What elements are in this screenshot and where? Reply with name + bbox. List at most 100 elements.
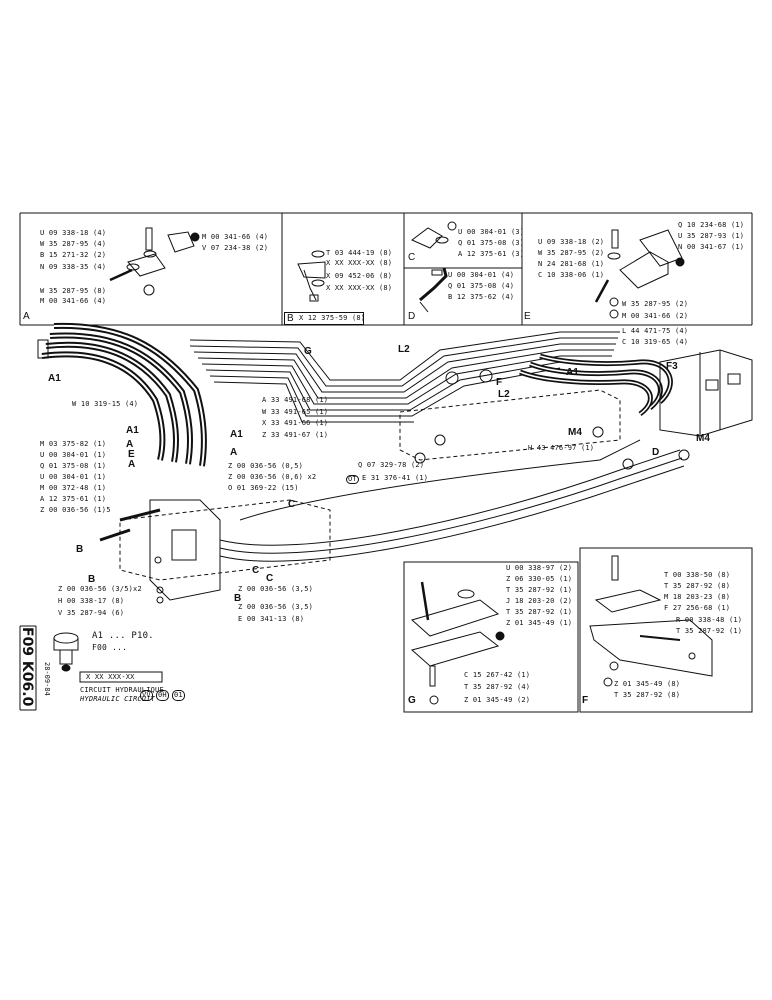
callout-b: B xyxy=(234,593,242,604)
part-e-2: U 35 287-93 (1) xyxy=(678,232,745,240)
mid-2: Z 00 036-56 (0,6) x2 xyxy=(228,473,317,481)
legend-a1: A1 ... P10. xyxy=(92,631,154,641)
part-b-3: X 09 452-06 (8) xyxy=(326,272,393,280)
part-g-2: Z 06 330-05 (1) xyxy=(506,575,573,583)
low2-1: Z 00 036-56 (3,5) xyxy=(238,585,314,593)
panel-b-ref: X 12 375-59 (8) xyxy=(299,314,366,322)
panel-e-letter: E xyxy=(524,311,531,322)
part-f-8: T 35 287-92 (8) xyxy=(614,691,681,699)
part-e-8: W 35 287-95 (2) xyxy=(622,300,689,308)
callout-c: C xyxy=(266,573,274,584)
mid-3: O 01 369-22 (15) xyxy=(228,484,299,492)
part-e-7: C 10 338-06 (1) xyxy=(538,271,605,279)
part-e-1: Q 10 234-68 (1) xyxy=(678,221,745,229)
code-01: 01 xyxy=(172,690,185,701)
callout-m4: M4 xyxy=(696,433,710,444)
part-g-9: Z 01 345-49 (2) xyxy=(464,696,531,704)
part-a-5: W 35 287-95 (8) xyxy=(40,287,107,295)
title-en: HYDRAULIC CIRCUIT xyxy=(80,695,156,703)
part-a-r1: M 00 341-66 (4) xyxy=(202,233,269,241)
part-g-3: T 35 287-92 (1) xyxy=(506,586,573,594)
panel-b-letter: B xyxy=(287,313,294,324)
left-7: Z 00 036-56 (1)5 xyxy=(40,506,111,514)
part-c-2: Q 01 375-08 (3) xyxy=(458,239,525,247)
part-b-4: X XX XXX-XX (8) xyxy=(326,284,393,292)
part-a-1: U 09 338-18 (4) xyxy=(40,229,107,237)
left-4: U 00 304-01 (1) xyxy=(40,473,107,481)
low-2: H 00 338-17 (8) xyxy=(58,597,125,605)
panel-g-letter: G xyxy=(408,695,416,706)
part-g-1: U 00 338-97 (2) xyxy=(506,564,573,572)
callout-e: E xyxy=(128,449,135,460)
callout-d: D xyxy=(652,447,660,458)
h-part: H 43 476-97 (1) xyxy=(528,444,595,452)
callout-b: B xyxy=(88,574,96,585)
left-6: A 12 375-61 (1) xyxy=(40,495,107,503)
part-g-5: T 35 287-92 (1) xyxy=(506,608,573,616)
low2-3: E 00 341-13 (8) xyxy=(238,615,305,623)
title-ref: X XX XXX-XX xyxy=(86,673,135,681)
e-prefix: OT xyxy=(346,475,359,484)
part-f-3: M 18 203-23 (8) xyxy=(664,593,731,601)
main-right-2: C 10 319-65 (4) xyxy=(622,338,689,346)
title-fr: CIRCUIT HYDRAULIQUE xyxy=(80,686,164,694)
part-e-6: N 24 281-68 (1) xyxy=(538,260,605,268)
part-d-1: U 00 304-01 (4) xyxy=(448,271,515,279)
part-f-1: T 00 338-50 (8) xyxy=(664,571,731,579)
low-1: Z 00 036-56 (3/5)x2 xyxy=(58,585,142,593)
callout-a: A xyxy=(230,447,238,458)
part-d-2: Q 01 375-08 (4) xyxy=(448,282,515,290)
part-c-3: A 12 375-61 (3) xyxy=(458,250,525,258)
side-code: F09 K06.0 xyxy=(19,627,35,707)
callout-a1: A1 xyxy=(126,425,139,436)
tube-4: Z 33 491-67 (1) xyxy=(262,431,329,439)
e-part: E 31 376-41 (1) xyxy=(362,474,429,482)
main-right-1: L 44 471-75 (4) xyxy=(622,327,689,335)
part-c-1: U 00 304-01 (3) xyxy=(458,228,525,236)
left-1: M 03 375-82 (1) xyxy=(40,440,107,448)
left-2: U 00 304-01 (1) xyxy=(40,451,107,459)
part-e-5: W 35 287-95 (2) xyxy=(538,249,605,257)
part-e-4: U 09 338-18 (2) xyxy=(538,238,605,246)
part-g-8: T 35 287-92 (4) xyxy=(464,683,531,691)
left-3: Q 01 375-08 (1) xyxy=(40,462,107,470)
date: 28-09-84 xyxy=(43,662,51,696)
legend-f00: F00 ... xyxy=(92,643,128,652)
low-3: V 35 287-94 (6) xyxy=(58,609,125,617)
part-e-3: N 00 341-67 (1) xyxy=(678,243,745,251)
part-f-4: F 27 256-68 (1) xyxy=(664,604,731,612)
part-a-4: N 09 338-35 (4) xyxy=(40,263,107,271)
callout-m4: M4 xyxy=(568,427,582,438)
callout-c: C xyxy=(288,499,296,510)
callout-a1: A1 xyxy=(566,367,579,378)
panel-f-letter: F xyxy=(582,695,589,706)
tube-2: W 33 491-65 (1) xyxy=(262,408,329,416)
part-g-7: C 15 267-42 (1) xyxy=(464,671,531,679)
code-vv: VV xyxy=(140,690,153,701)
callout-l2: L2 xyxy=(398,344,410,355)
left-5: M 00 372-48 (1) xyxy=(40,484,107,492)
callout-g: G xyxy=(304,346,312,357)
part-d-3: B 12 375-62 (4) xyxy=(448,293,515,301)
part-b-1: T 03 444-19 (8) xyxy=(326,249,393,257)
part-g-4: J 18 203-20 (2) xyxy=(506,597,573,605)
tube-1: A 33 491-68 (1) xyxy=(262,396,329,404)
part-b-2: X XX XXX-XX (8) xyxy=(326,259,393,267)
panel-c-letter: C xyxy=(408,252,416,263)
tube-3: X 33 491-66 (1) xyxy=(262,419,329,427)
code-0h: 0H xyxy=(156,690,169,701)
part-a-6: M 00 341-66 (4) xyxy=(40,297,107,305)
part-g-6: Z 01 345-49 (1) xyxy=(506,619,573,627)
callout-b: B xyxy=(76,544,84,555)
hose-label: W 10 319-15 (4) xyxy=(72,400,139,408)
part-a-2: W 35 287-95 (4) xyxy=(40,240,107,248)
part-f-6: T 35 287-92 (1) xyxy=(676,627,743,635)
low2-2: Z 00 036-56 (3,5) xyxy=(238,603,314,611)
callout-c: C xyxy=(252,565,260,576)
callout-f: F xyxy=(496,377,503,388)
part-f-5: R 00 338-48 (1) xyxy=(676,616,743,624)
callout-f3: F3 xyxy=(666,361,678,372)
callout-a1: A1 xyxy=(48,373,61,384)
part-f-7: Z 01 345-49 (8) xyxy=(614,680,681,688)
